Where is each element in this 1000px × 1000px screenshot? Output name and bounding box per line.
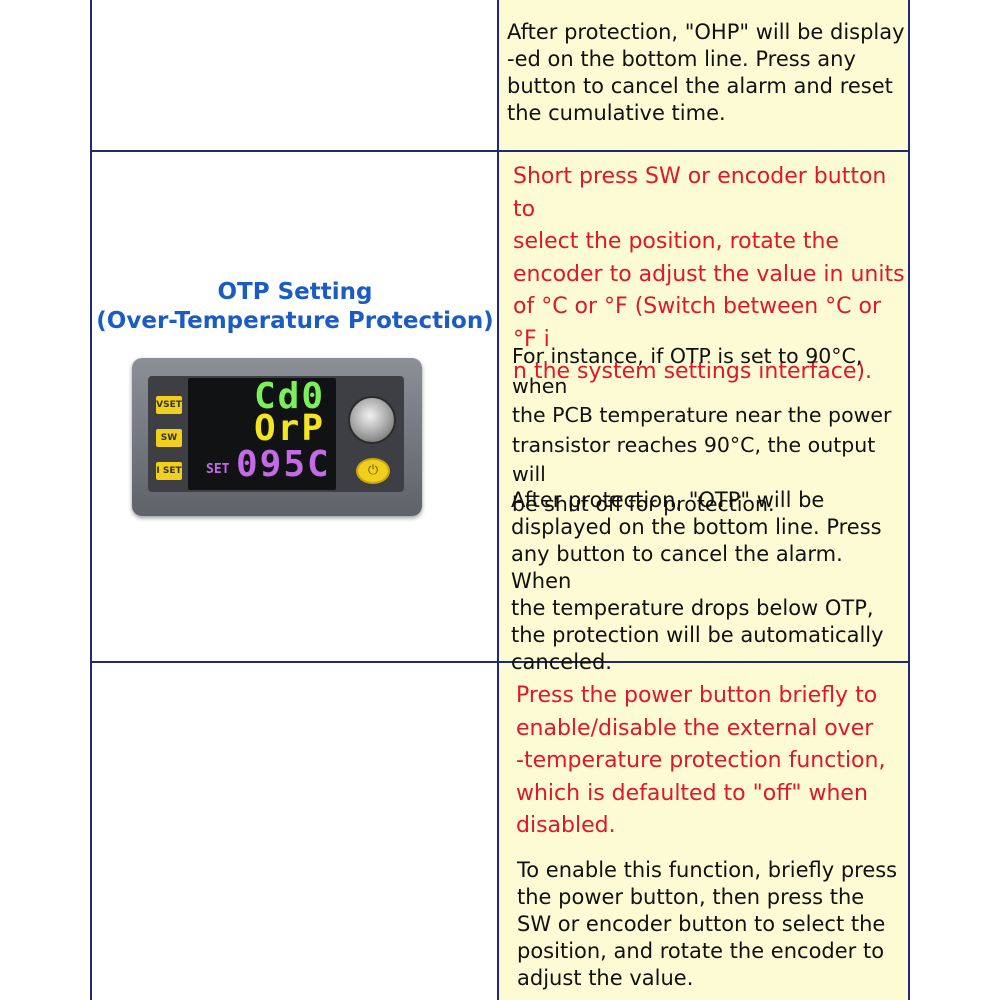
iset-button: I SET — [156, 462, 182, 480]
device-image: VSET SW I SET Cd0 OrP SET 095C ⏻ — [132, 358, 422, 516]
vset-button: VSET — [156, 396, 182, 414]
right-border — [908, 0, 910, 1000]
row2-cell-bg — [499, 152, 909, 661]
external-otp-enable-text: To enable this function, briefly press t… — [517, 858, 898, 990]
otp-setting-title: OTP Setting — [217, 279, 373, 305]
lcd-line-3: 095C — [236, 444, 331, 485]
left-border — [90, 0, 92, 1000]
device-lcd-screen: Cd0 OrP SET 095C — [188, 376, 336, 490]
lcd-line-2: OrP — [254, 408, 326, 449]
lcd-line-1: Cd0 — [254, 376, 326, 417]
external-otp-red-text: Press the power button briefly to enable… — [516, 683, 886, 838]
lcd-set-label: SET — [206, 462, 230, 477]
power-button-icon: ⏻ — [356, 458, 390, 484]
otp-setting-subtitle: (Over-Temperature Protection) — [96, 308, 494, 334]
otp-example-text: For instance, if OTP is set to 90°C, whe… — [512, 344, 892, 516]
otp-instruction-red: Short press SW or encoder button to sele… — [513, 164, 905, 384]
ohp-after-protection-text: After protection, "OHP" will be display … — [507, 20, 905, 125]
row-divider-2 — [92, 661, 910, 663]
row3-cell-bg — [499, 663, 909, 1000]
row-divider-1 — [92, 150, 910, 152]
row1-cell-bg — [499, 0, 909, 150]
otp-after-protection-text: After protection, "OTP" will be displaye… — [511, 488, 884, 674]
encoder-knob-icon — [348, 396, 396, 444]
sw-button: SW — [156, 429, 182, 447]
middle-border — [497, 0, 499, 1000]
